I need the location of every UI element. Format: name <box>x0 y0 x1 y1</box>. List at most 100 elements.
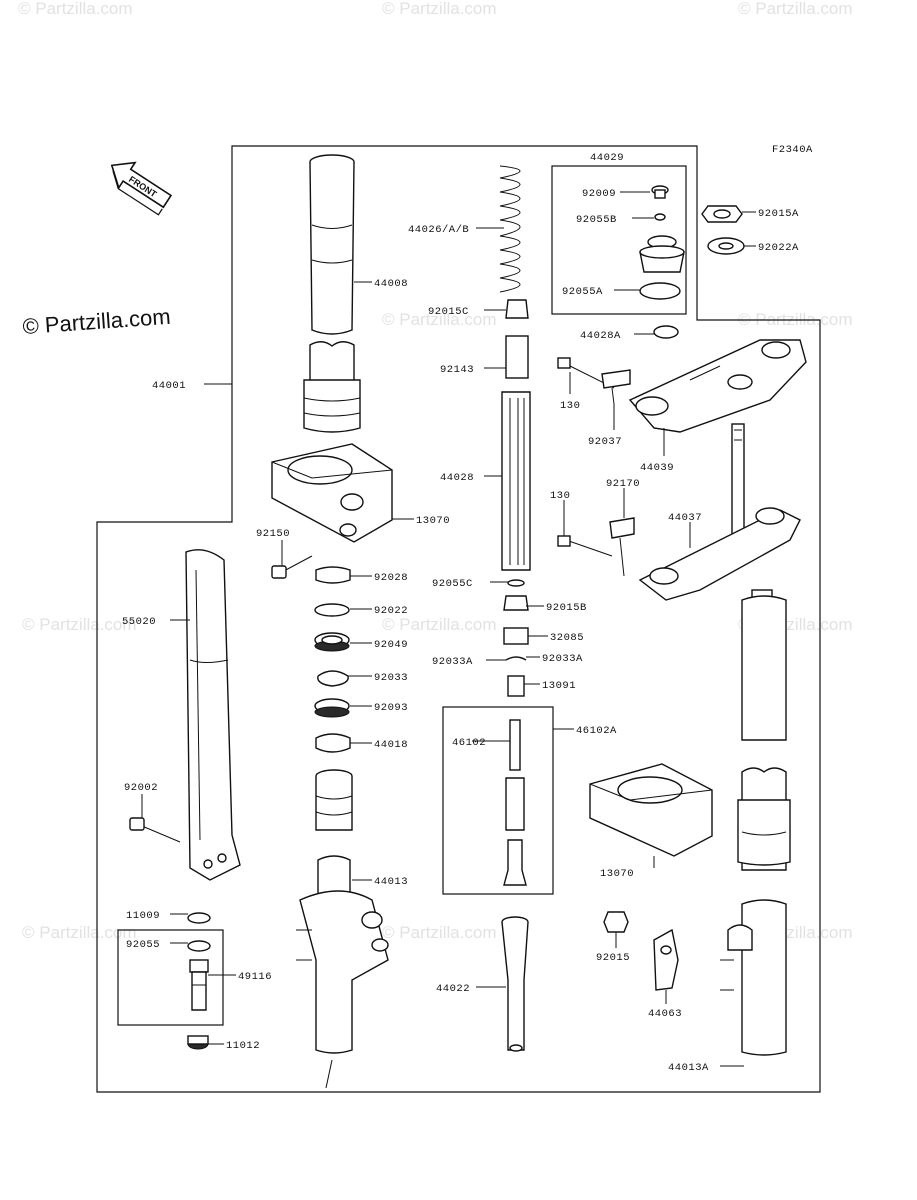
label-92015C: 92015C <box>428 306 469 318</box>
label-44029: 44029 <box>590 152 624 164</box>
label-13070-left: 13070 <box>416 515 450 527</box>
watermark: © Partzilla.com <box>382 923 497 942</box>
oil-seal-92049 <box>314 632 350 652</box>
label-92150: 92150 <box>256 528 290 540</box>
label-92015B: 92015B <box>546 602 587 614</box>
watermark-main-text: © Partzilla.com <box>22 304 172 339</box>
fork-leg-44013A <box>720 589 791 1056</box>
label-44026: 44026/A/B <box>408 224 469 236</box>
holder-44063 <box>653 928 679 991</box>
inner-tube-44008 <box>309 154 355 335</box>
label-92055C: 92055C <box>432 578 473 590</box>
diagram-code: F2340A <box>772 144 813 156</box>
kit-box-44029 <box>551 165 687 315</box>
label-44008: 44008 <box>374 278 408 290</box>
inner-tube-44008-lower <box>303 341 361 433</box>
bolt-92009 <box>651 185 669 199</box>
bracket-92037 <box>601 369 631 405</box>
dust-seal-92093 <box>314 698 350 718</box>
assembly-frame <box>96 145 821 1093</box>
nut-92015A <box>701 205 743 223</box>
label-92055B: 92055B <box>576 214 617 226</box>
label-92022A: 92022A <box>758 242 799 254</box>
axle-clamp-13070-right <box>589 763 713 857</box>
label-44013: 44013 <box>374 876 408 888</box>
bolt-130-lower <box>557 535 613 557</box>
watermark: © Partzilla.com <box>22 923 137 942</box>
label-46102A: 46102A <box>576 725 617 737</box>
label-44039: 44039 <box>640 462 674 474</box>
bracket-92170 <box>609 517 635 577</box>
label-46102: 46102 <box>452 737 486 749</box>
part-labels: 44001 44008 44026/A/B 44029 92009 92055B… <box>122 152 799 1074</box>
o-ring-92055 <box>187 940 211 952</box>
cap-92015B <box>503 595 529 611</box>
upper-bracket-44039 <box>628 339 807 433</box>
label-92170: 92170 <box>606 478 640 490</box>
label-130-upper: 130 <box>560 400 580 412</box>
label-11012: 11012 <box>226 1040 260 1052</box>
label-92055A: 92055A <box>562 286 603 298</box>
label-92002: 92002 <box>124 782 158 794</box>
cap-11012 <box>187 1035 209 1050</box>
watermark: © Partzilla.com <box>382 615 497 634</box>
label-55020: 55020 <box>122 616 156 628</box>
watermark: © Partzilla.com <box>738 0 853 18</box>
o-ring-92055B <box>654 213 666 221</box>
label-44022: 44022 <box>436 983 470 995</box>
label-92143: 92143 <box>440 364 474 376</box>
label-44018: 44018 <box>374 739 408 751</box>
label-44063: 44063 <box>648 1008 682 1020</box>
top-cap-44029 <box>639 235 685 273</box>
label-11009: 11009 <box>126 910 160 922</box>
label-92055: 92055 <box>126 939 160 951</box>
damper-rod-44028 <box>501 391 531 571</box>
circlip-92033 <box>317 670 349 687</box>
watermark-main: © Partzilla.com <box>22 304 172 339</box>
label-92049: 92049 <box>374 639 408 651</box>
bolt-92002 <box>129 817 181 843</box>
label-130-lower: 130 <box>550 490 570 502</box>
piston-44022 <box>501 916 529 1052</box>
watermark: © Partzilla.com <box>382 310 497 329</box>
o-ring-92055A <box>639 282 681 300</box>
o-ring-11009 <box>187 912 211 924</box>
label-44028A: 44028A <box>580 330 621 342</box>
label-49116: 49116 <box>238 971 272 983</box>
stem-bracket-44037 <box>638 423 801 601</box>
collar-92143 <box>505 335 529 379</box>
slide-bushing-92028 <box>315 566 351 584</box>
nut-92015 <box>603 911 629 933</box>
o-ring-92055C <box>507 579 525 587</box>
circlip-92033A <box>505 656 527 661</box>
axle-clamp-13070-left <box>271 443 393 543</box>
watermarks: © Partzilla.com © Partzilla.com © Partzi… <box>18 0 853 942</box>
kit-box-49116 <box>117 929 224 1026</box>
label-44001: 44001 <box>152 380 186 392</box>
label-92037: 92037 <box>588 436 622 448</box>
label-13070-right: 13070 <box>600 868 634 880</box>
fork-guard-55020 <box>185 549 241 881</box>
bolt-92150 <box>271 555 313 579</box>
label-92022: 92022 <box>374 605 408 617</box>
cartridge-46102 <box>503 719 527 886</box>
leader-lines <box>141 191 756 1067</box>
label-92009: 92009 <box>582 188 616 200</box>
valve-13091 <box>507 675 525 697</box>
label-92015A: 92015A <box>758 208 799 220</box>
outer-tube-44013 <box>296 769 389 1089</box>
kit-box-46102A <box>442 706 554 895</box>
label-44013A: 44013A <box>668 1062 709 1074</box>
watermark: © Partzilla.com <box>382 0 497 18</box>
label-92033A-right: 92033A <box>542 653 583 665</box>
label-32085: 32085 <box>550 632 584 644</box>
label-92093: 92093 <box>374 702 408 714</box>
washer-44028A <box>653 325 679 339</box>
spring-44026 <box>499 165 521 293</box>
label-92033A-left: 92033A <box>432 656 473 668</box>
label-92028: 92028 <box>374 572 408 584</box>
label-13091: 13091 <box>542 680 576 692</box>
air-valve-49116 <box>189 959 209 1011</box>
washer-92022A <box>707 237 745 255</box>
